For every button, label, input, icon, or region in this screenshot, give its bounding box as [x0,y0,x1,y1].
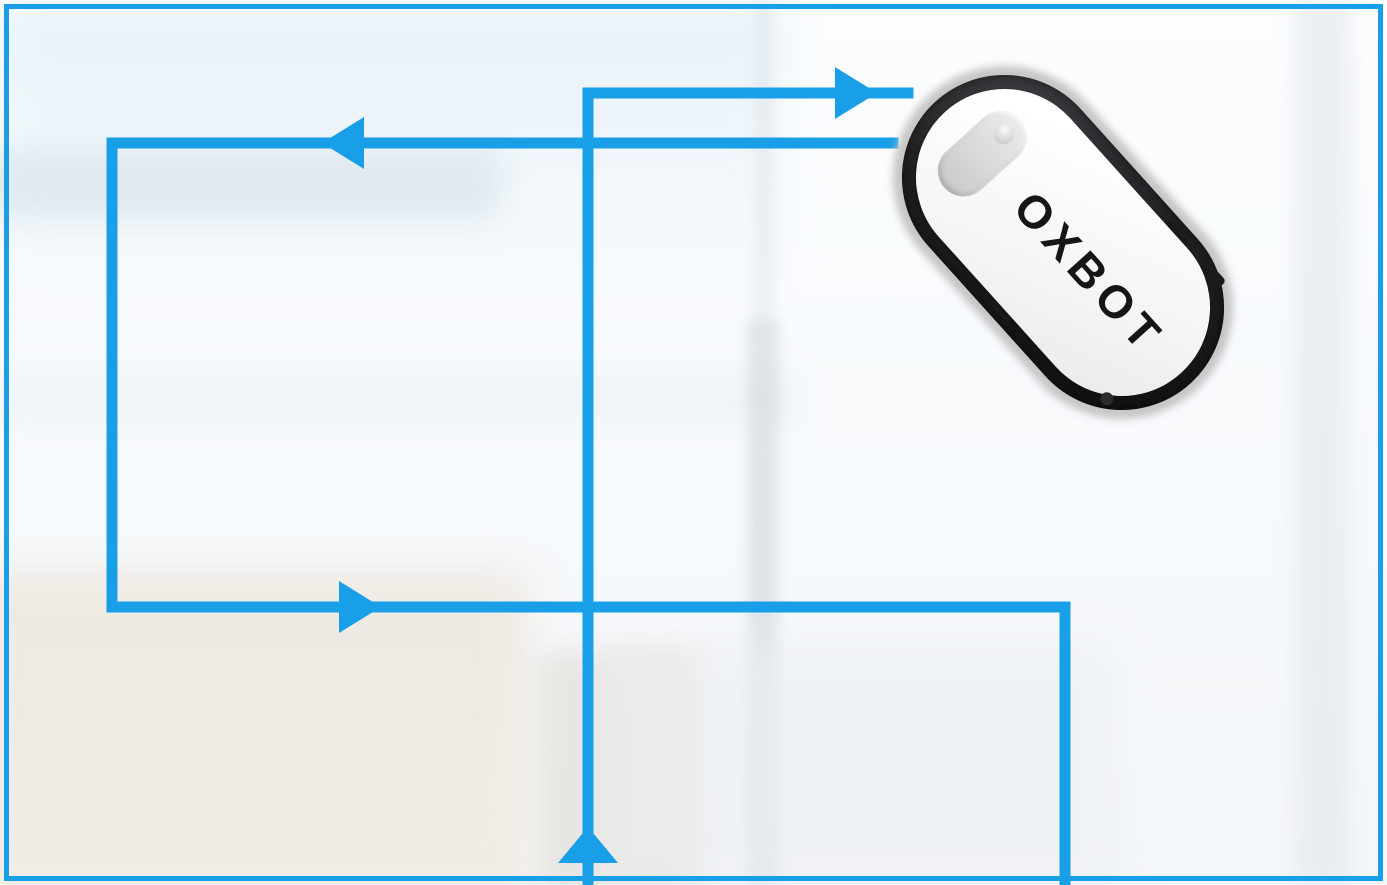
path-arrow-right [339,581,381,633]
path-arrow-up [558,827,618,863]
path-arrow-right [835,67,877,119]
path-arrow-left [322,117,364,169]
